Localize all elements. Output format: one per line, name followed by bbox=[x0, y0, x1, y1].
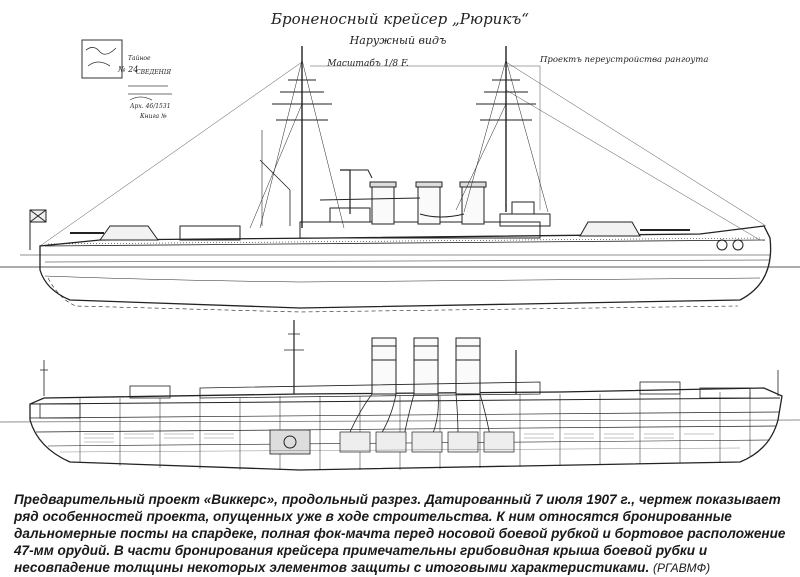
drawing-title: Броненосный крейсер „Рюрикъ“ bbox=[270, 10, 529, 28]
annotation-right: Проектъ переустройства рангоута bbox=[539, 55, 708, 65]
stamp-line-1: Тайное bbox=[128, 55, 151, 62]
figure-caption: Предварительный проект «Виккерс», продол… bbox=[14, 491, 794, 577]
boilers bbox=[339, 431, 515, 453]
scale-label: Масштабъ 1/8 F. bbox=[326, 58, 409, 69]
stern-flag-icon bbox=[29, 209, 47, 250]
stamp-line-5: Книга № bbox=[139, 113, 167, 120]
stamp-line-3: СВЕДЕНIЯ bbox=[136, 69, 171, 76]
funnels bbox=[369, 181, 487, 225]
fore-mast bbox=[455, 46, 767, 227]
ship-drawing: Броненосный крейсер „Рюрикъ“ Наружный ви… bbox=[0, 10, 800, 471]
stamp-line-4: Арх. 46/1531 bbox=[129, 103, 171, 110]
longitudinal-section-view bbox=[0, 320, 800, 471]
aft-mast bbox=[39, 46, 345, 247]
archive-stamp: Тайное № 24 СВЕДЕНIЯ Арх. 46/1531 Книга … bbox=[81, 39, 172, 120]
caption-source: (РГАВМФ) bbox=[653, 561, 711, 575]
stamp-line-2: № 24 bbox=[117, 65, 138, 74]
external-profile-view bbox=[0, 46, 800, 313]
section-funnels bbox=[371, 337, 481, 395]
drawing-subtitle: Наружный видъ bbox=[349, 34, 447, 47]
